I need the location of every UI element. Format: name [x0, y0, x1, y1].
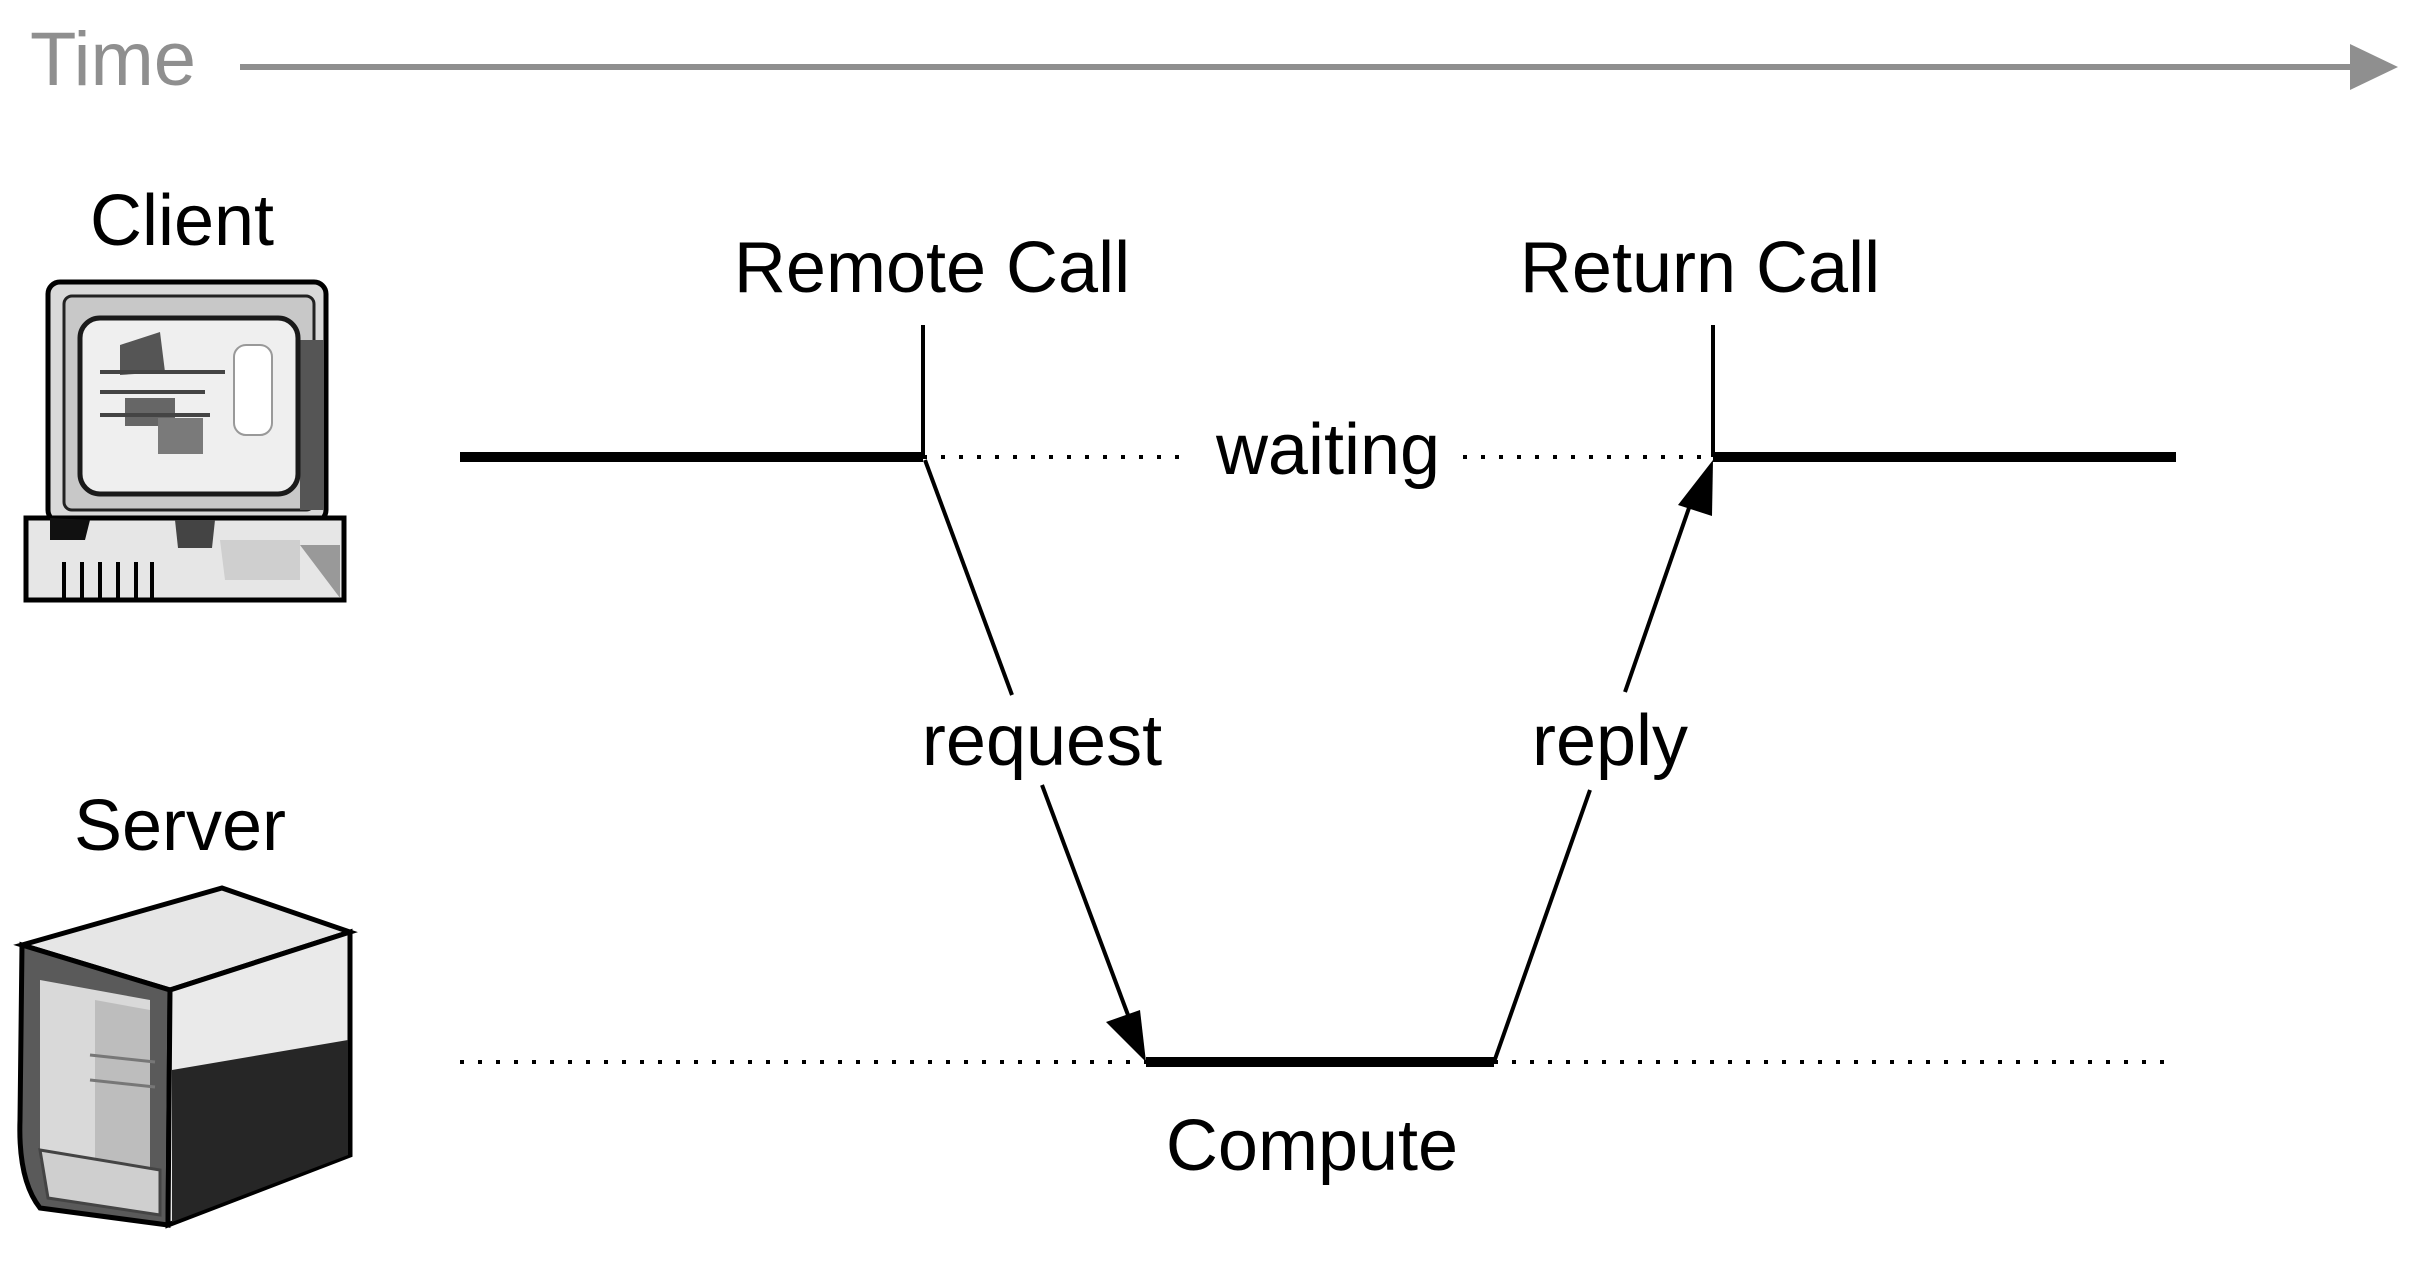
- reply-message: reply: [1492, 460, 1713, 1063]
- server-label: Server: [74, 786, 286, 866]
- remote-call-label: Remote Call: [734, 228, 1130, 308]
- compute-label: Compute: [1166, 1106, 1458, 1186]
- client-label: Client: [90, 181, 274, 261]
- client-timeline: Remote Call Return Call waiting: [460, 228, 2176, 490]
- reply-arrow-bottom: [1492, 789, 1592, 1063]
- time-axis: Time: [30, 17, 2398, 102]
- desktop-computer-icon: [23, 279, 347, 603]
- client-participant: Client: [23, 181, 347, 603]
- reply-label: reply: [1532, 701, 1688, 781]
- time-axis-label: Time: [30, 17, 196, 102]
- return-call-label: Return Call: [1520, 228, 1880, 308]
- server-tower-icon: [13, 885, 358, 1229]
- request-arrowhead: [1106, 1010, 1146, 1062]
- request-message: request: [922, 459, 1162, 1062]
- server-participant: Server: [13, 786, 358, 1229]
- reply-arrow-top: [1623, 504, 1692, 693]
- request-arrow-top: [923, 459, 1014, 696]
- reply-arrowhead: [1678, 460, 1713, 516]
- request-label: request: [922, 701, 1162, 781]
- server-timeline: Compute: [460, 1057, 2176, 1186]
- request-arrow-bottom: [1040, 784, 1130, 1016]
- waiting-label: waiting: [1215, 410, 1440, 490]
- time-axis-arrowhead: [2350, 44, 2398, 90]
